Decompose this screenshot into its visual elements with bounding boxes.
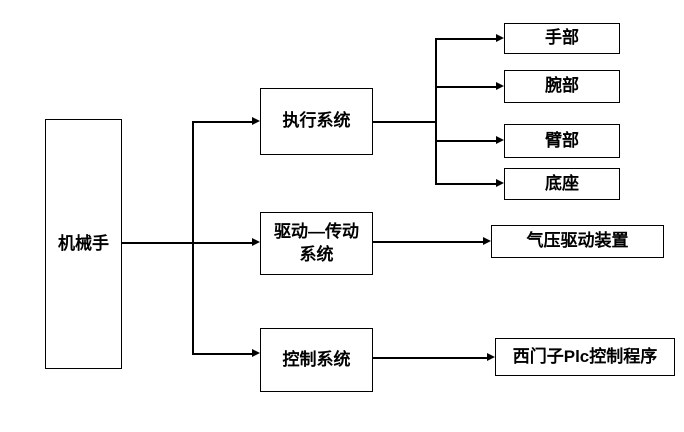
arrowhead-hand bbox=[496, 34, 504, 42]
arrowhead-wrist bbox=[496, 82, 504, 90]
connector-to-hand bbox=[435, 38, 496, 40]
arrowhead-control bbox=[252, 349, 260, 357]
arrowhead-execution bbox=[252, 117, 260, 125]
connector-trunk-to-control bbox=[192, 353, 252, 355]
node-manipulator: 机械手 bbox=[45, 119, 122, 369]
arrowhead-pneumatic bbox=[483, 237, 491, 245]
node-arm: 臂部 bbox=[504, 124, 620, 158]
connector-to-wrist bbox=[435, 86, 496, 88]
connector-to-arm bbox=[435, 140, 496, 142]
connector-execution-out bbox=[373, 121, 436, 123]
connector-to-plc-program bbox=[373, 357, 487, 359]
arrowhead-base bbox=[496, 179, 504, 187]
arrowhead-drive bbox=[252, 238, 260, 246]
arrowhead-arm bbox=[496, 136, 504, 144]
node-base: 底座 bbox=[504, 168, 620, 200]
node-pneumatic-drive-device: 气压驱动装置 bbox=[491, 225, 664, 258]
connector-to-pneumatic-device bbox=[373, 241, 483, 243]
connector-to-base bbox=[435, 183, 496, 185]
node-drive-transmission-system: 驱动—传动 系统 bbox=[260, 212, 373, 275]
node-hand: 手部 bbox=[504, 23, 620, 54]
node-siemens-plc-program: 西门子Plc控制程序 bbox=[495, 338, 675, 376]
connector-left-trunk bbox=[192, 121, 194, 355]
connector-trunk-to-execution bbox=[192, 121, 252, 123]
connector-root-to-drive bbox=[122, 242, 252, 244]
node-wrist: 腕部 bbox=[504, 70, 620, 103]
node-execution-system: 执行系统 bbox=[260, 88, 373, 155]
node-control-system: 控制系统 bbox=[260, 328, 373, 392]
arrowhead-plc bbox=[487, 353, 495, 361]
connector-right-trunk bbox=[435, 38, 437, 185]
